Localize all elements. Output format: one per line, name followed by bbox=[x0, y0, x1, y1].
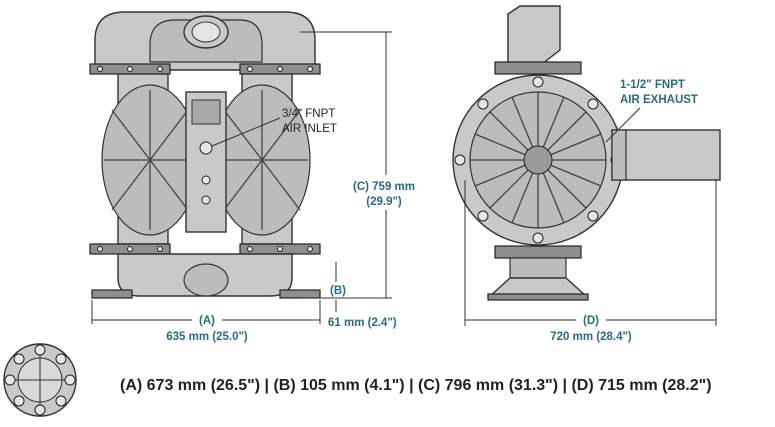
dimension-a-line bbox=[91, 300, 321, 324]
side-base bbox=[488, 277, 588, 297]
dimension-b-line bbox=[320, 262, 352, 312]
dimension-d-value: 720 mm (28.4") bbox=[550, 331, 632, 343]
dimension-a-letter: (A) bbox=[199, 315, 215, 327]
side-bottom-flange bbox=[494, 245, 582, 259]
flange-option-icon bbox=[3, 343, 77, 417]
dimension-d-letter: (D) bbox=[583, 315, 599, 327]
dimension-b-letter: (B) bbox=[330, 285, 346, 297]
side-top-flange bbox=[494, 61, 582, 75]
front-view-pump bbox=[89, 11, 321, 299]
discharge-elbow-top bbox=[507, 5, 561, 65]
dimension-c-label: (C) 759 mm bbox=[353, 181, 415, 193]
air-inlet-leader bbox=[211, 117, 281, 147]
air-inlet-size: 3/4" FNPT bbox=[282, 108, 335, 120]
left-foot bbox=[91, 289, 133, 299]
dimension-d-line bbox=[464, 180, 717, 326]
manifold-bolts bbox=[97, 66, 313, 252]
air-exhaust-muffler bbox=[611, 129, 721, 181]
air-exhaust-leader bbox=[605, 107, 641, 143]
side-base-plate bbox=[487, 293, 589, 301]
air-exhaust-size: 1-1/2" FNPT bbox=[620, 79, 685, 91]
bottom-port bbox=[183, 263, 229, 297]
alternate-dimensions-text: (A) 673 mm (26.5") | (B) 105 mm (4.1") |… bbox=[120, 377, 712, 394]
center-hub bbox=[523, 145, 553, 175]
air-inlet-label: AIR INLET bbox=[282, 123, 337, 135]
top-port-opening bbox=[191, 21, 221, 43]
dimension-a-value: 635 mm (25.0") bbox=[166, 331, 248, 343]
right-foot bbox=[279, 289, 321, 299]
dimension-c-imperial: (29.9") bbox=[366, 196, 402, 208]
air-exhaust-label: AIR EXHAUST bbox=[620, 94, 698, 106]
air-inlet-port bbox=[199, 141, 213, 155]
dimension-b-value: 61 mm (2.4") bbox=[328, 317, 397, 329]
air-valve bbox=[191, 99, 221, 125]
side-view-pump bbox=[452, 5, 721, 301]
